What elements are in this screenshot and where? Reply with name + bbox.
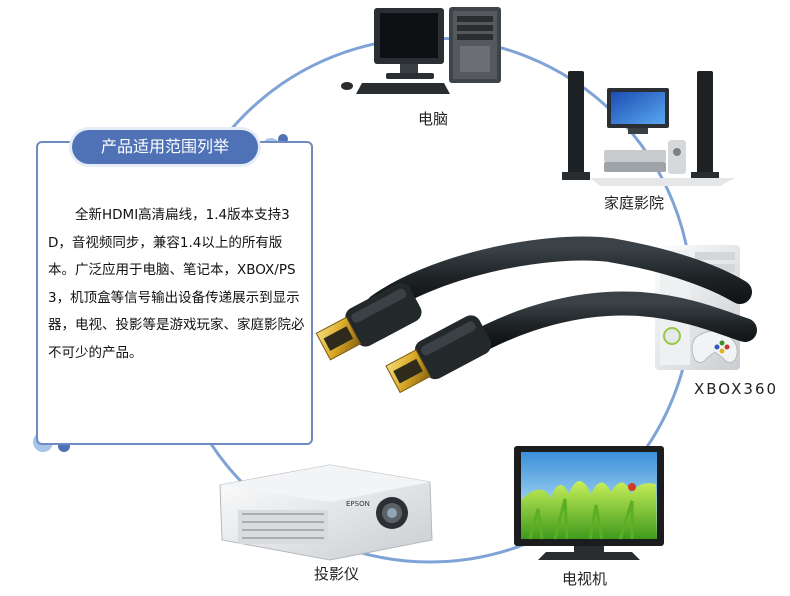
label-projector: 投影仪 xyxy=(314,565,360,583)
panel-title: 产品适用范围列举 xyxy=(72,130,258,164)
label-tv: 电视机 xyxy=(562,570,608,588)
computer-image xyxy=(341,7,501,94)
projector-brand: EPSON xyxy=(346,500,370,508)
home-theater-image xyxy=(562,71,735,186)
label-home-theater: 家庭影院 xyxy=(604,194,665,212)
panel-body-text: 全新HDMI高清扁线，1.4版本支持3D，音视频同步，兼容1.4以上的所有版本。… xyxy=(48,207,305,361)
hdmi-cable-image xyxy=(315,236,757,394)
label-computer: 电脑 xyxy=(418,110,449,128)
label-xbox: XBOX360 xyxy=(694,380,779,398)
projector-image: EPSON xyxy=(219,464,433,561)
tv-image xyxy=(514,446,664,560)
description-panel xyxy=(36,141,313,445)
